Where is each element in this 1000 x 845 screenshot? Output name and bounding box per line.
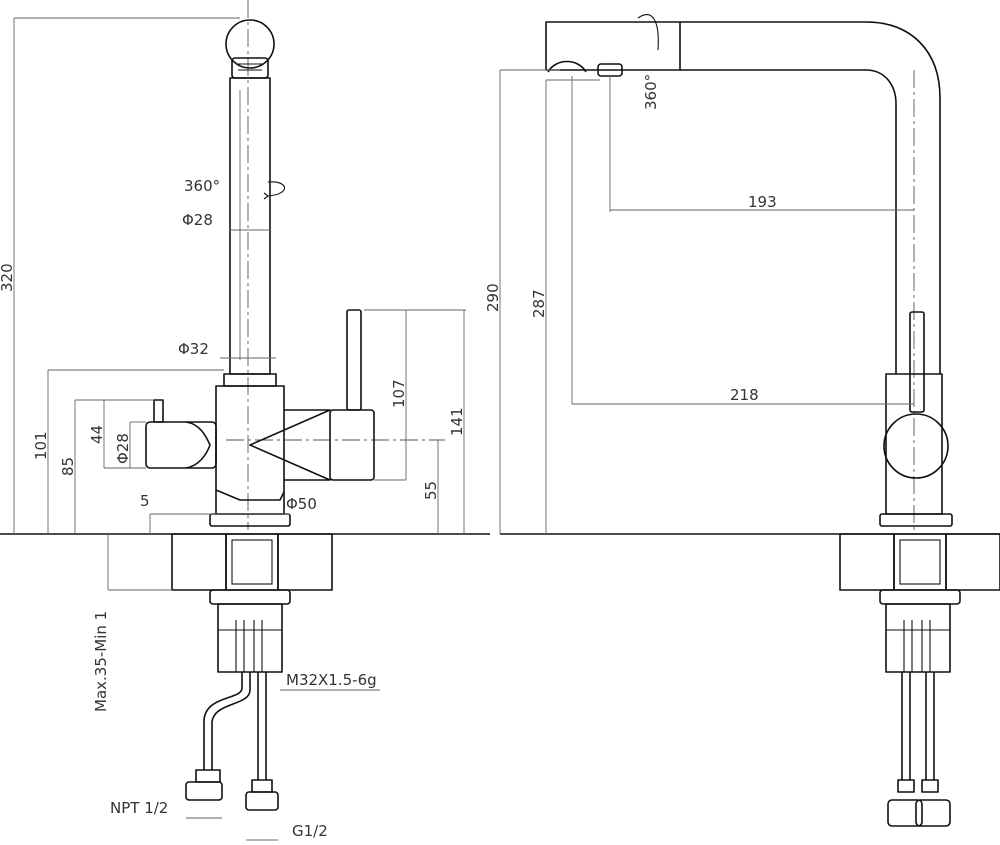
label-handle-height: 44 <box>88 425 106 444</box>
label-lever-pivot: 55 <box>422 481 440 500</box>
label-thread: M32X1.5-6g <box>286 671 377 689</box>
side-lever <box>909 311 925 413</box>
label-diameter-neck: Φ32 <box>178 340 209 358</box>
supply-hoses <box>185 672 279 811</box>
left-handle <box>145 399 217 469</box>
spray-head <box>545 14 681 77</box>
label-lever-height: 107 <box>390 379 408 408</box>
label-height-total: 320 <box>0 263 16 292</box>
label-diameter-spout: Φ28 <box>182 211 213 229</box>
side-view <box>500 14 1000 827</box>
countertop-left <box>171 533 227 591</box>
label-rotation-head: 360° <box>642 74 660 110</box>
label-height-handle-b: 85 <box>59 457 77 476</box>
label-height-inner: 287 <box>530 289 548 318</box>
front-dimensions <box>13 17 466 841</box>
head-rotation-arrow-icon <box>637 14 659 51</box>
label-deck-thickness: Max.35-Min 1 <box>92 611 110 712</box>
label-hose-npt: NPT 1/2 <box>110 799 168 817</box>
spout-body <box>229 77 271 375</box>
side-spout <box>680 21 941 374</box>
label-height-handle-a: 101 <box>32 431 50 460</box>
rotation-arrow-icon <box>267 181 286 197</box>
right-lever <box>249 309 375 481</box>
threaded-shank <box>217 603 283 673</box>
label-lever-total: 141 <box>448 407 466 436</box>
mounting-nut <box>209 589 291 605</box>
front-view <box>0 0 490 811</box>
side-lever-hub <box>883 413 949 479</box>
label-diameter-base: Φ50 <box>286 495 317 513</box>
label-diameter-handle: Φ28 <box>114 433 132 464</box>
spout-top <box>225 19 275 79</box>
label-reach-upper: 193 <box>748 193 777 211</box>
label-height-outlet: 290 <box>484 283 502 312</box>
shank <box>225 533 279 591</box>
base-flange <box>209 513 291 527</box>
label-offset-base: 5 <box>140 492 150 510</box>
label-hose-g: G1/2 <box>292 822 328 840</box>
countertop-right <box>277 533 333 591</box>
label-rotation-spout: 360° <box>184 177 220 195</box>
neck-ring <box>223 373 277 387</box>
label-reach-lower: 218 <box>730 386 759 404</box>
side-dimensions <box>499 69 914 534</box>
